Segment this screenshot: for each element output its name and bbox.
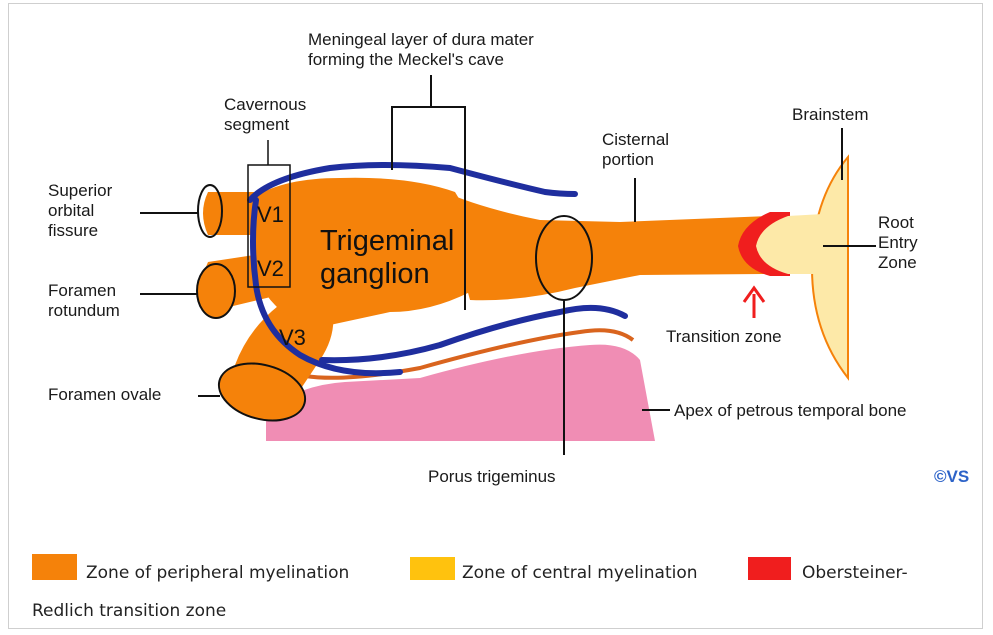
brainstem-label: Brainstem — [792, 105, 869, 124]
legend-label-peripheral: Zone of peripheral myelination — [86, 563, 349, 583]
legend-swatch-central — [410, 557, 455, 580]
root-label-line2: Entry — [878, 233, 918, 252]
legend-swatch-transition — [748, 557, 791, 580]
ovale-label: Foramen ovale — [48, 385, 161, 404]
superior-label-line2: orbital — [48, 201, 94, 220]
copyright-label: ©VS — [934, 467, 969, 486]
apex-label: Apex of petrous temporal bone — [674, 401, 906, 420]
legend-swatch-peripheral — [32, 554, 77, 580]
v2-label: V2 — [257, 256, 284, 281]
meningeal-label-line1: Meningeal layer of dura mater — [308, 30, 534, 49]
legend-label-transition-wrap: Redlich transition zone — [32, 601, 226, 621]
cavernous-label-line1: Cavernous — [224, 95, 306, 114]
meningeal-label-line2: forming the Meckel's cave — [308, 50, 504, 69]
transition-zone-label: Transition zone — [666, 327, 782, 346]
foramen-rotundum-ring — [197, 264, 235, 318]
rotundum-label-line2: rotundum — [48, 301, 120, 320]
porus-label: Porus trigeminus — [428, 467, 556, 486]
cavernous-label-line2: segment — [224, 115, 289, 134]
superior-label-line1: Superior — [48, 181, 113, 200]
v1-label: V1 — [257, 202, 284, 227]
legend-label-transition: Obersteiner- — [802, 563, 908, 583]
ganglion-label-line1: Trigeminal — [320, 225, 454, 257]
rotundum-label-line1: Foramen — [48, 281, 116, 300]
cisternal-label-line1: Cisternal — [602, 130, 669, 149]
legend-label-central: Zone of central myelination — [462, 563, 698, 583]
superior-label-line3: fissure — [48, 221, 98, 240]
cisternal-label-line2: portion — [602, 150, 654, 169]
root-label-line1: Root — [878, 213, 914, 232]
root-label-line3: Zone — [878, 253, 917, 272]
ganglion-label-line2: ganglion — [320, 258, 430, 290]
cisternal-portion — [440, 190, 770, 300]
v3-label: V3 — [279, 325, 306, 350]
